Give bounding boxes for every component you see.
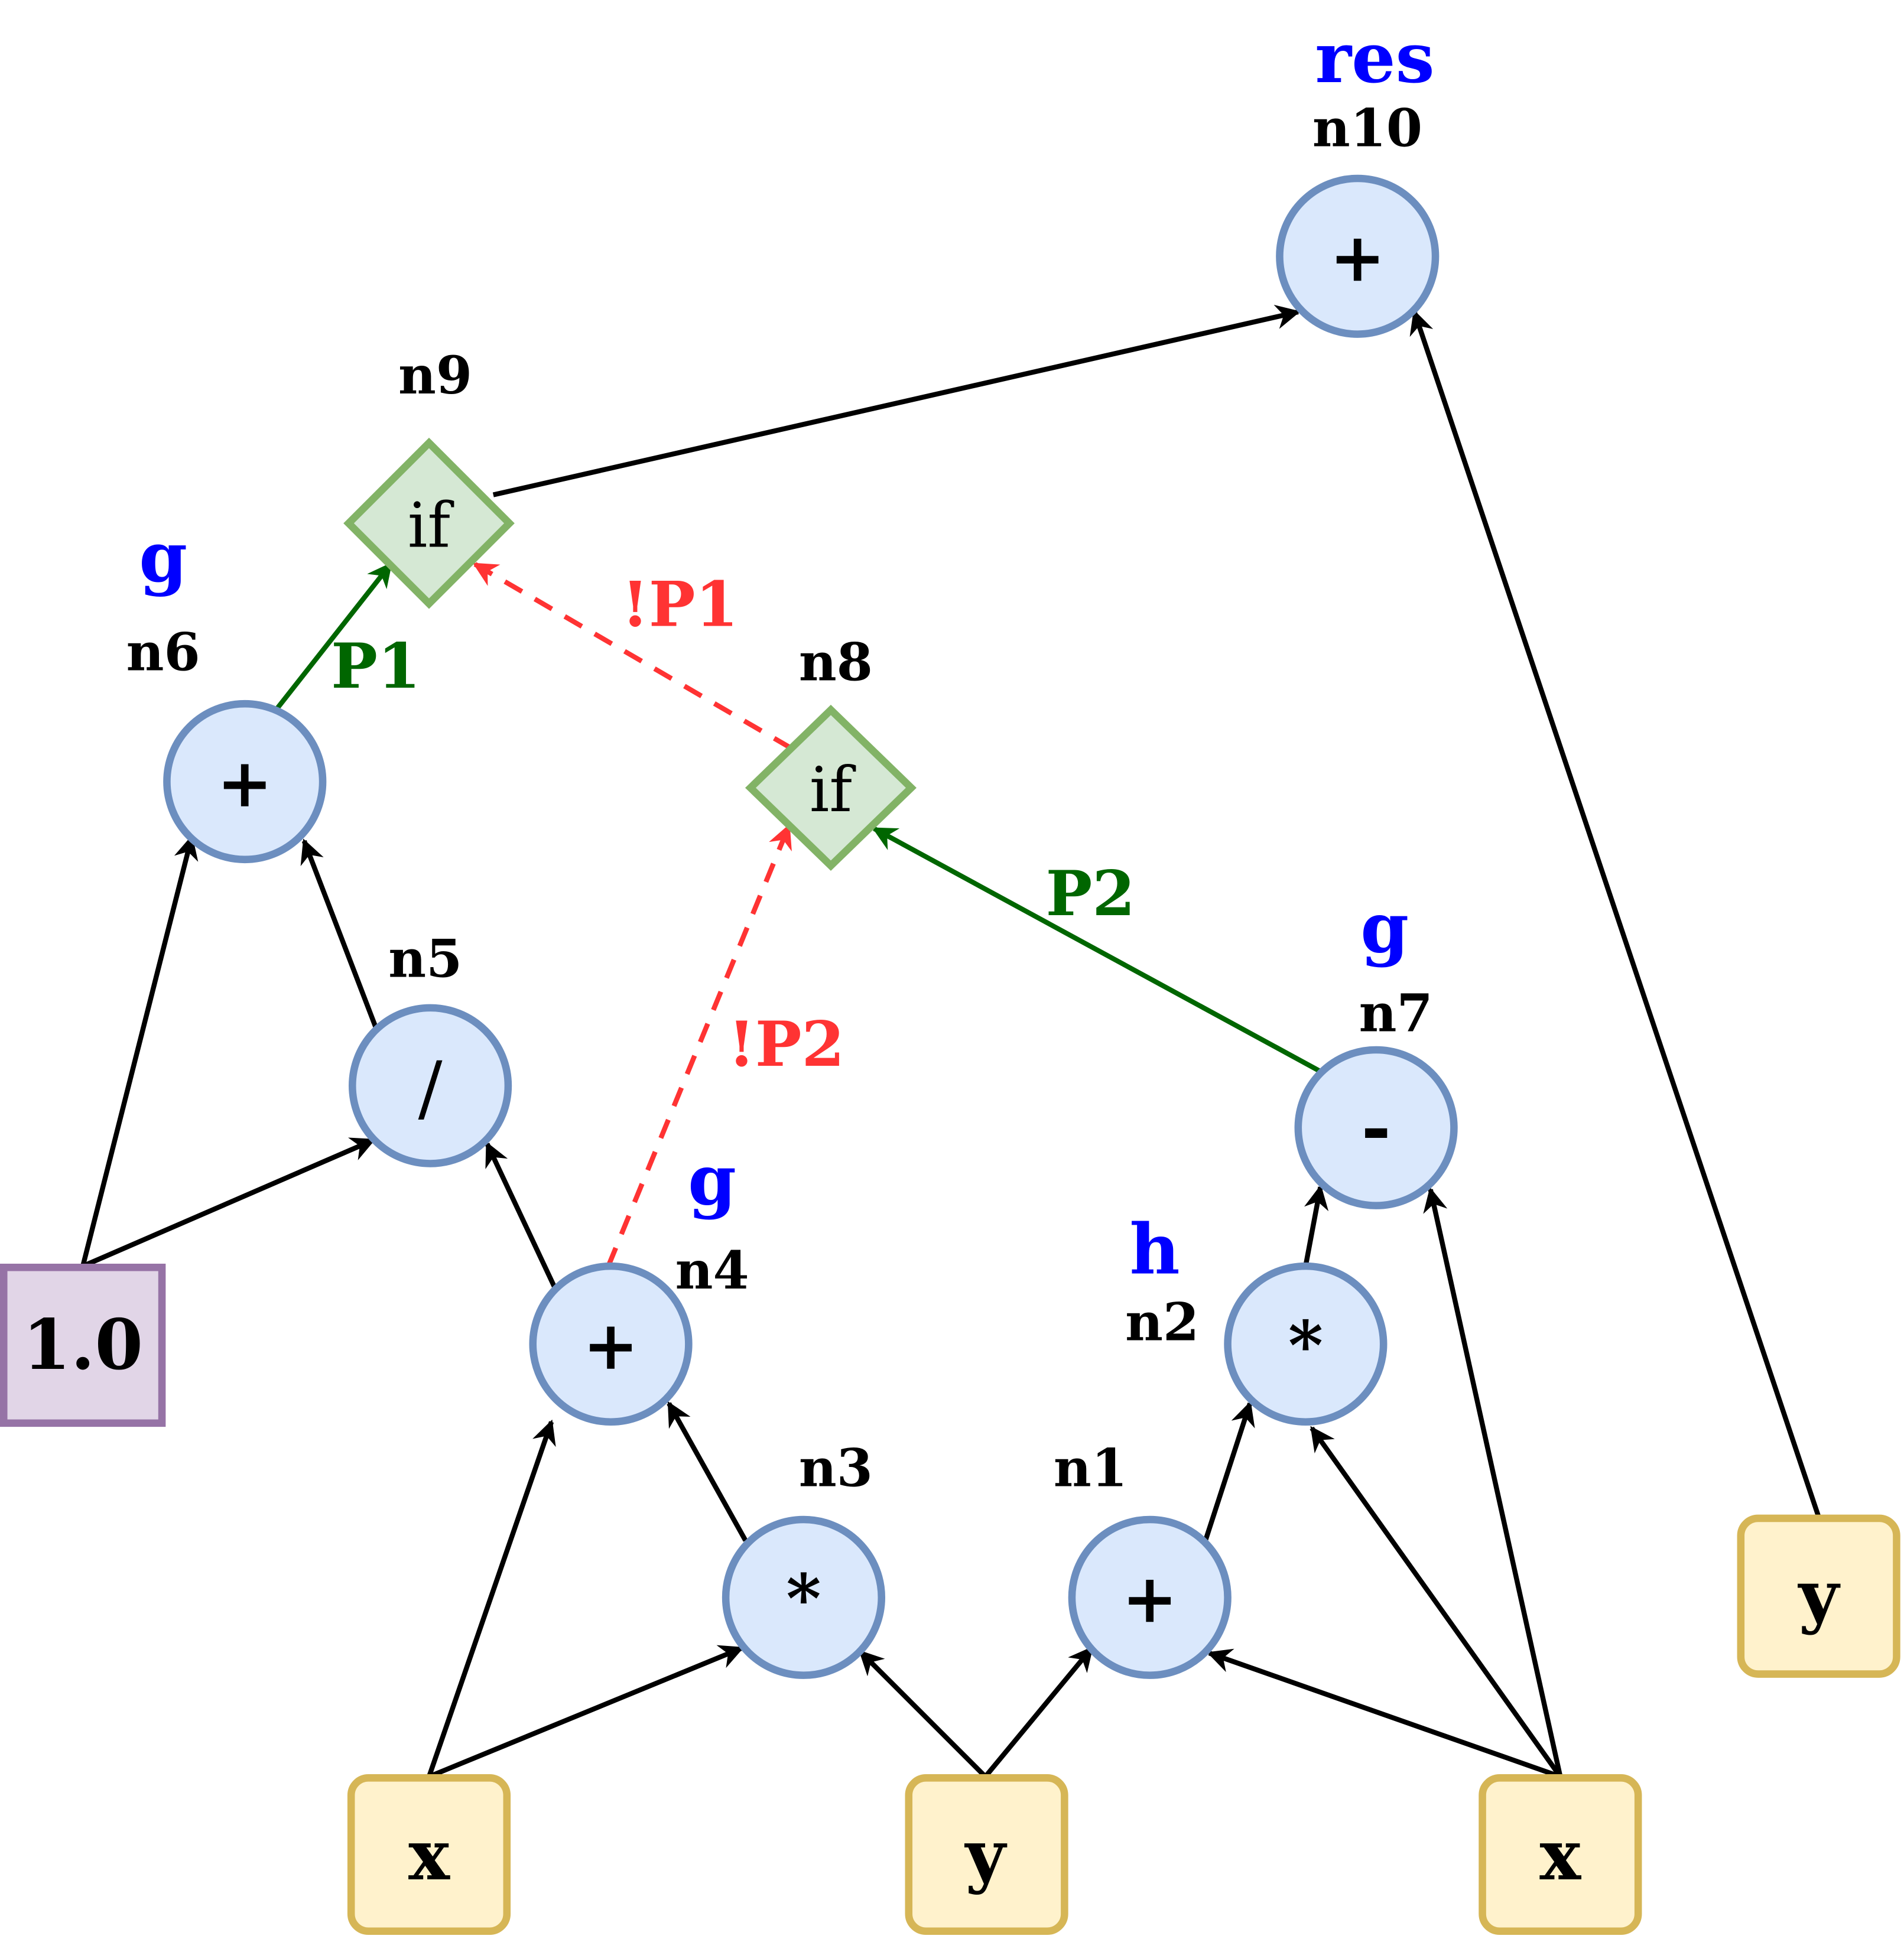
node-tag: h (1130, 1209, 1180, 1290)
input-y-mid: y (905, 1774, 1068, 1935)
edge-y-to-n3 (859, 1650, 987, 1779)
node-op: / (418, 1046, 443, 1130)
edge-x2-to-n7 (1423, 1187, 1563, 1778)
edge-x-to-n4 (427, 1419, 556, 1778)
input-y-far: y (1737, 1514, 1900, 1678)
input-label: x (1539, 1814, 1581, 1896)
node-id: n7 (1359, 982, 1433, 1044)
node-id: n4 (675, 1239, 749, 1301)
edge-n6-to-n9-true (275, 562, 393, 711)
edge-x-to-n3 (428, 1645, 745, 1779)
edge-n3-to-n4 (667, 1401, 748, 1542)
node-n2: * n2 h (1125, 1209, 1388, 1426)
constant-one: 1.0 (0, 1263, 166, 1427)
edge-n4-to-n5 (485, 1141, 558, 1290)
edge-label-p2: P2 (1046, 857, 1135, 930)
node-n10: + n10 res (1276, 17, 1440, 338)
node-n6: + n6 g (126, 516, 327, 864)
edge-const-to-n6 (80, 835, 199, 1267)
node-op: * (786, 1560, 821, 1638)
input-label: y (964, 1814, 1007, 1896)
node-n3: * n3 (722, 1437, 886, 1679)
edge-label-not-p1: !P1 (622, 568, 738, 640)
node-n7: - n7 g (1294, 887, 1458, 1209)
node-op: - (1361, 1085, 1390, 1170)
edge-const-to-n5 (82, 1137, 376, 1268)
node-op: + (1122, 1560, 1178, 1638)
node-n4: + n4 g (529, 1140, 749, 1426)
edge-n2-to-n7 (1303, 1185, 1329, 1267)
node-tag: g (688, 1140, 736, 1221)
node-id: n5 (388, 928, 462, 990)
input-x-right: x (1479, 1774, 1642, 1935)
edge-y-to-n1 (983, 1646, 1094, 1778)
node-n9: if n9 (343, 344, 515, 609)
edge-n8-to-n9-false (472, 562, 793, 751)
node-op: if (810, 754, 856, 826)
node-tag: g (1360, 887, 1409, 969)
edge-n4-to-n8-false (606, 824, 792, 1267)
node-op: + (583, 1306, 639, 1385)
input-label: y (1798, 1555, 1841, 1637)
node-op: * (1288, 1306, 1323, 1385)
node-id: n10 (1312, 97, 1422, 159)
edge-n9-to-n10 (492, 304, 1301, 497)
node-id: n8 (799, 631, 873, 692)
input-label: x (408, 1814, 450, 1896)
node-id: n6 (126, 622, 200, 683)
node-id: n3 (799, 1437, 873, 1499)
input-x-left: x (347, 1774, 511, 1935)
node-op: + (217, 744, 273, 822)
node-id: n9 (398, 344, 472, 406)
node-tag: g (139, 516, 187, 598)
node-tag: res (1315, 17, 1434, 99)
edge-yfar-to-n10 (1409, 309, 1821, 1518)
edge-n1-to-n2 (1203, 1401, 1255, 1541)
edge-n7-to-n8-true (872, 826, 1323, 1075)
node-op: if (408, 489, 454, 561)
edge-label-not-p2: !P2 (728, 1008, 844, 1081)
node-id: n2 (1125, 1291, 1199, 1353)
constant-label: 1.0 (22, 1304, 143, 1385)
node-id: n1 (1054, 1437, 1128, 1499)
edge-label-p1: P1 (331, 630, 420, 702)
node-n1: + n1 (1054, 1437, 1232, 1679)
edges (80, 304, 1821, 1779)
node-n8: if n8 (745, 631, 917, 871)
edge-n5-to-n6 (300, 838, 378, 1029)
node-op: + (1330, 219, 1386, 297)
edge-x2-to-n1 (1207, 1648, 1561, 1779)
node-n5: / n5 (349, 928, 512, 1167)
edge-x2-to-n2 (1310, 1426, 1562, 1778)
